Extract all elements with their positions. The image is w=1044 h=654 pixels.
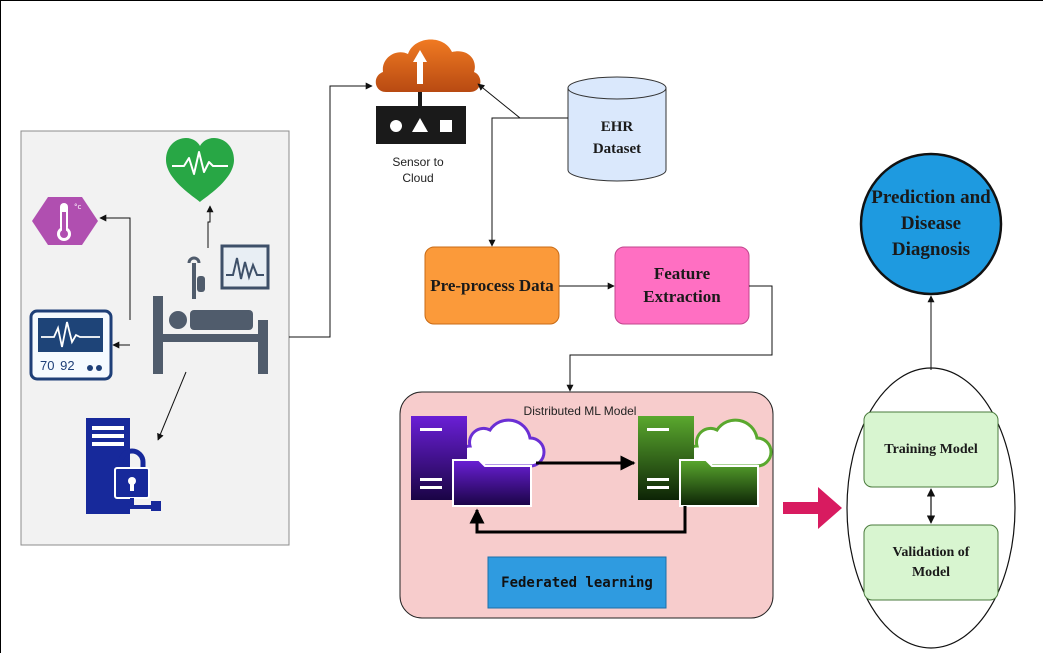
cloud-gateway-icon	[375, 39, 481, 144]
arrow-green-to-purple	[469, 506, 687, 534]
monitor-reading-1: 70	[40, 358, 55, 373]
thermometer-hexagon-icon: °c	[32, 197, 98, 245]
federated-exchange-arrows	[469, 455, 687, 534]
training-model-label: Training Model	[884, 441, 978, 457]
server-cloud-folder-green-icon	[638, 416, 773, 507]
validation-model-label: Validation of Model	[892, 544, 970, 580]
federated-learning-box	[487, 556, 667, 609]
ehr-dataset-label: EHR Dataset	[592, 119, 642, 157]
monitor-reading-2: 92	[60, 358, 75, 373]
preprocess-label: Pre-process Data	[430, 275, 554, 295]
connector-feature-to-ml	[566, 285, 773, 392]
secure-server-lock-icon	[86, 418, 161, 514]
federated-learning-label: Federated learning	[501, 574, 653, 591]
connector-bed-to-heart	[206, 205, 214, 248]
connector-panel-to-cloud	[289, 82, 373, 338]
connector-cloud-ehr	[477, 83, 568, 119]
prediction-label: Prediction and Disease Diagnosis	[871, 187, 991, 260]
ecg-screen-icon	[220, 244, 270, 290]
distributed-ml-label: Distributed ML Model	[523, 404, 637, 418]
prediction-circle	[859, 152, 1003, 296]
connector-ehr-to-preprocess	[488, 117, 568, 247]
monitor-readings: 70 92	[40, 358, 75, 374]
vital-signs-monitor-icon	[29, 309, 113, 381]
training-model-box	[863, 411, 999, 488]
svg-text:°c: °c	[74, 203, 82, 211]
validation-model-box	[863, 524, 999, 601]
patient-bed-icon	[153, 256, 268, 374]
connectors	[99, 82, 935, 441]
connector-bed-to-thermo	[99, 214, 131, 320]
sensor-to-cloud-label: Sensor to Cloud	[392, 155, 444, 185]
big-arrow-to-models	[783, 487, 842, 529]
heart-ecg-icon	[166, 138, 234, 202]
database-cylinder-icon	[567, 76, 667, 182]
connector-bed-to-server	[157, 371, 187, 441]
server-cloud-folder-purple-icon	[411, 416, 546, 507]
feature-extraction-label: Feature Extraction	[643, 264, 721, 306]
